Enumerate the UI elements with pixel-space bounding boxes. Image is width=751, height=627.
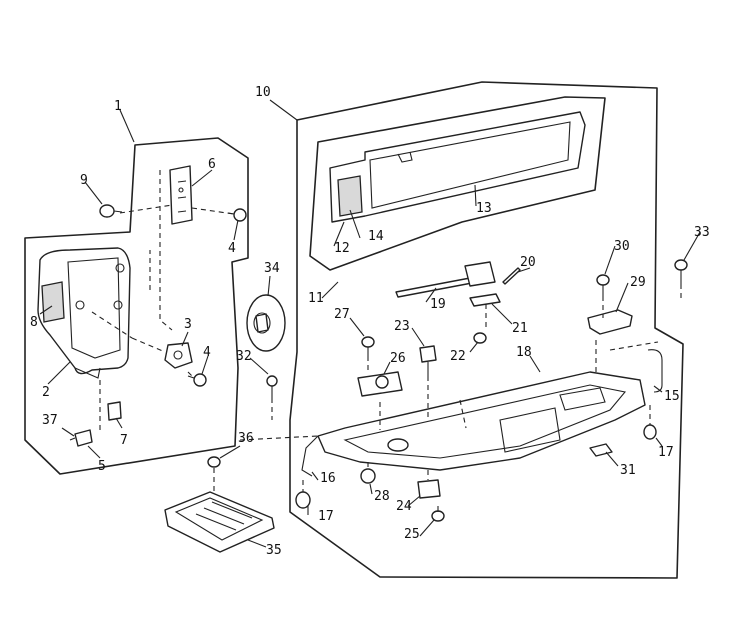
- label-23: 23: [394, 319, 410, 334]
- label-5: 5: [98, 459, 106, 474]
- part-labels: 1 9 6 4 3 4 8 2 7 37 5 10 11 12 14 13 34…: [30, 85, 710, 558]
- part-32-screw: [266, 375, 278, 398]
- label-25: 25: [404, 527, 420, 542]
- part-26-plate: [357, 371, 403, 397]
- part-18-base-plate: [317, 371, 646, 471]
- label-9: 9: [80, 173, 88, 188]
- part-24-block: [417, 479, 441, 499]
- label-22: 22: [450, 349, 466, 364]
- label-7: 7: [120, 433, 128, 448]
- part-28-nut: [360, 468, 376, 484]
- part-9-screw: [99, 204, 123, 218]
- label-12: 12: [334, 241, 350, 256]
- label-33: 33: [694, 225, 710, 240]
- label-17b: 17: [658, 445, 674, 460]
- part-4-screw-upper: [227, 208, 247, 222]
- label-6: 6: [208, 157, 216, 172]
- label-35: 35: [266, 543, 282, 558]
- part-2-face-cover: [37, 247, 131, 379]
- label-34: 34: [264, 261, 280, 276]
- left-group-outline: [24, 137, 249, 475]
- part-6-bracket: [169, 165, 193, 225]
- label-28: 28: [374, 489, 390, 504]
- part-4-screw-lower: [187, 373, 207, 387]
- label-8: 8: [30, 315, 38, 330]
- label-14: 14: [368, 229, 384, 244]
- part-7-plate: [107, 401, 122, 421]
- label-16: 16: [320, 471, 336, 486]
- label-20: 20: [520, 255, 536, 270]
- label-24: 24: [396, 499, 412, 514]
- label-2: 2: [42, 385, 50, 400]
- part-33-screw: [674, 259, 688, 284]
- label-4a: 4: [228, 241, 236, 256]
- label-18: 18: [516, 345, 532, 360]
- part-35-tray: [164, 491, 275, 553]
- part-30-screw: [596, 274, 610, 296]
- part-31-clip: [589, 443, 613, 457]
- part-3-bracket: [164, 342, 193, 369]
- label-4b: 4: [203, 345, 211, 360]
- label-15: 15: [664, 389, 680, 404]
- label-31: 31: [620, 463, 636, 478]
- part-11-outline: [309, 96, 606, 271]
- label-29: 29: [630, 275, 646, 290]
- label-3: 3: [184, 317, 192, 332]
- label-19: 19: [430, 297, 446, 312]
- part-36-nut: [207, 456, 221, 468]
- label-36: 36: [238, 431, 254, 446]
- part-17-nut-right: [643, 424, 657, 440]
- part-25-screw: [431, 506, 445, 522]
- label-13: 13: [476, 201, 492, 216]
- label-32: 32: [236, 349, 252, 364]
- part-27-screw: [361, 336, 375, 356]
- part-20-pin: [502, 267, 521, 285]
- label-11: 11: [308, 291, 324, 306]
- label-1: 1: [114, 99, 122, 114]
- part-34-wheel: [246, 294, 286, 352]
- part-29-clamp: [587, 309, 633, 335]
- label-10: 10: [255, 85, 271, 100]
- part-17-nut-left: [295, 491, 311, 509]
- part-22-nut: [473, 332, 487, 344]
- part-21-lever: [469, 293, 501, 307]
- label-17a: 17: [318, 509, 334, 524]
- label-21: 21: [512, 321, 528, 336]
- part-23-bushing: [419, 345, 437, 376]
- label-27: 27: [334, 307, 350, 322]
- part-19-rod: [395, 261, 496, 298]
- part-5-clip: [69, 429, 93, 447]
- main-group-outline: [289, 81, 684, 579]
- part-15-wire: [647, 349, 663, 393]
- label-30: 30: [614, 239, 630, 254]
- part-13-rail: [329, 111, 586, 223]
- label-37: 37: [42, 413, 58, 428]
- part-16-wire: [301, 435, 319, 477]
- leader-lines: [39, 99, 701, 548]
- label-26: 26: [390, 351, 406, 366]
